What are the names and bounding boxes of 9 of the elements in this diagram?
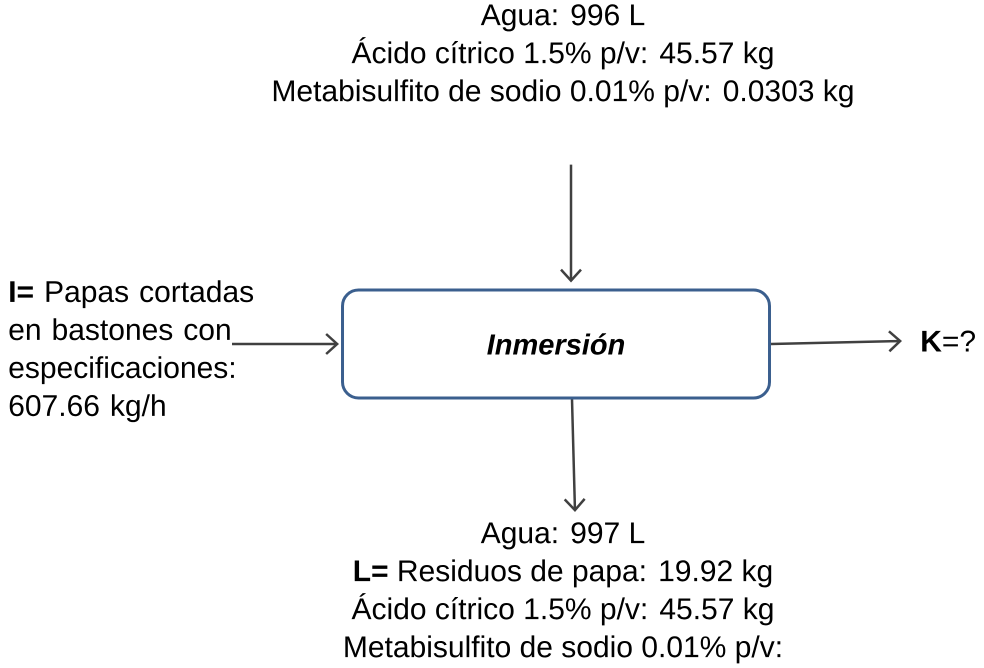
arrow [564,399,586,512]
process-box: Inmersión [341,288,771,400]
stream-label: I= Papas cortadas en bastones con especificaciones: 607.66 kg/h [9,280,254,422]
stream-label: Agua: 996 L Ácido cítrico 1.5% p/v: 45.57 kg Metabisulfito de sodio 0.01% p/v: 0.0303 kg [274,4,853,108]
arrow [770,330,902,352]
arrow [560,164,582,282]
arrow [232,333,339,355]
stream-label: K=? [922,330,975,352]
stream-label: Agua: 997 L L= Residuos de papa: 19.92 kg Ácido cítrico 1.5% p/v: 45.57 kg Metabisulfito de sodio 0.01% p/v: [345,522,780,664]
